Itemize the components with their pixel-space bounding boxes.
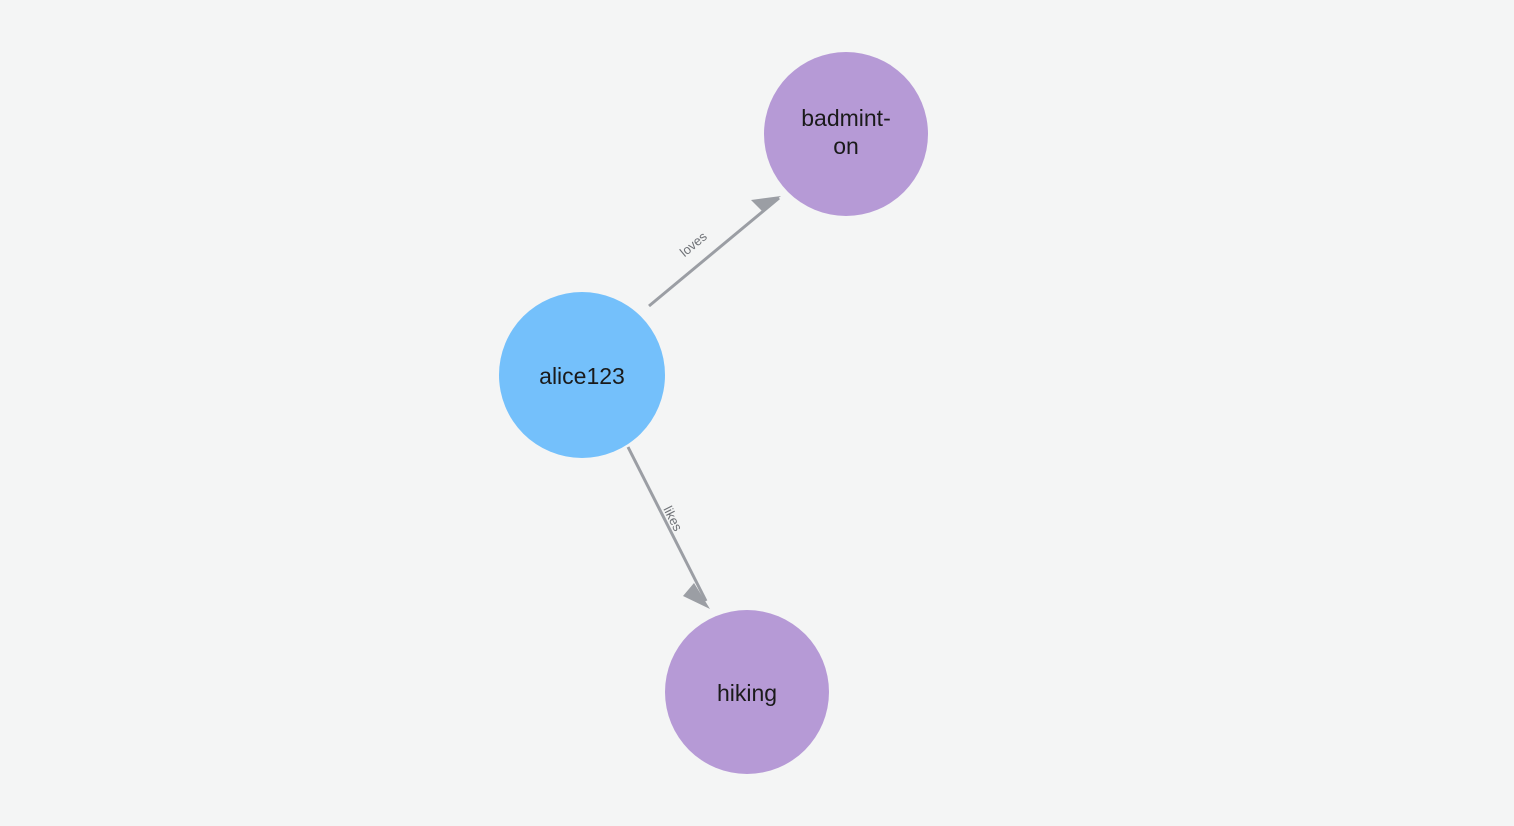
node-circle-alice123[interactable] <box>499 292 665 458</box>
edge-line <box>626 446 708 602</box>
node-hiking[interactable]: hiking <box>665 610 829 774</box>
node-circle-badminton[interactable] <box>764 52 928 216</box>
edge-alice123-likes-hiking[interactable]: likes <box>626 446 710 609</box>
node-alice123[interactable]: alice123 <box>499 292 665 458</box>
edge-label-loves: loves <box>677 228 710 259</box>
node-badminton[interactable]: badmint- on <box>764 52 928 216</box>
node-layer: badmint- on alice123 hiking <box>499 52 928 774</box>
edge-alice123-loves-badminton[interactable]: loves <box>648 196 781 308</box>
node-circle-hiking[interactable] <box>665 610 829 774</box>
arrowhead-icon <box>751 196 781 211</box>
arrowhead-icon <box>683 583 710 609</box>
edge-line <box>648 196 780 308</box>
